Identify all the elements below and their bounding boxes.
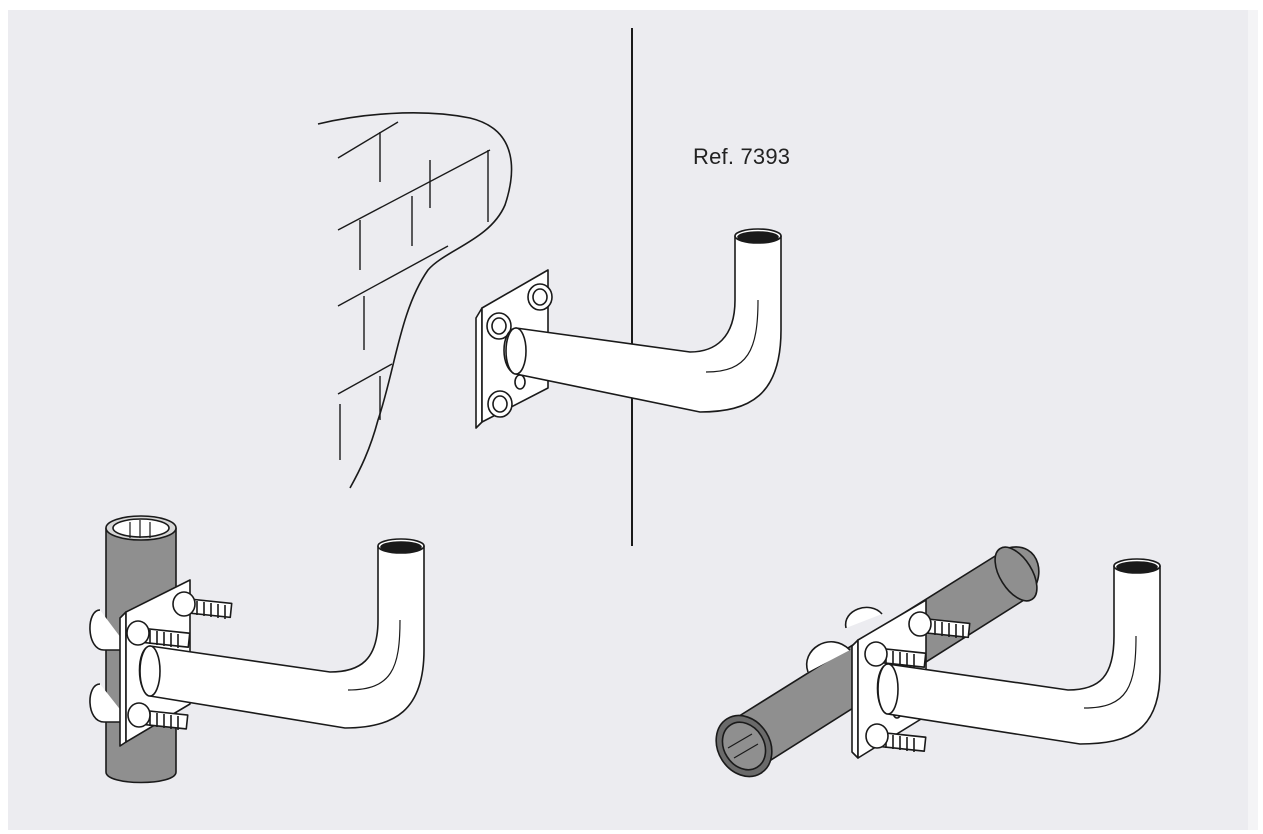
brick-lines <box>337 121 491 460</box>
wall-plate-bolts <box>486 283 553 418</box>
horizontal-mast-bolts <box>864 611 971 752</box>
vertical-mast-bolts <box>126 591 233 730</box>
wall-plate-side <box>475 307 483 429</box>
wall-mount-scene <box>317 112 782 489</box>
reference-label: Ref. 7393 <box>693 144 791 169</box>
wall-bracket-arm <box>503 235 782 413</box>
wall-outline <box>317 112 513 489</box>
vertical-mast-scene <box>89 515 425 784</box>
horizontal-mast-scene <box>715 546 1161 778</box>
